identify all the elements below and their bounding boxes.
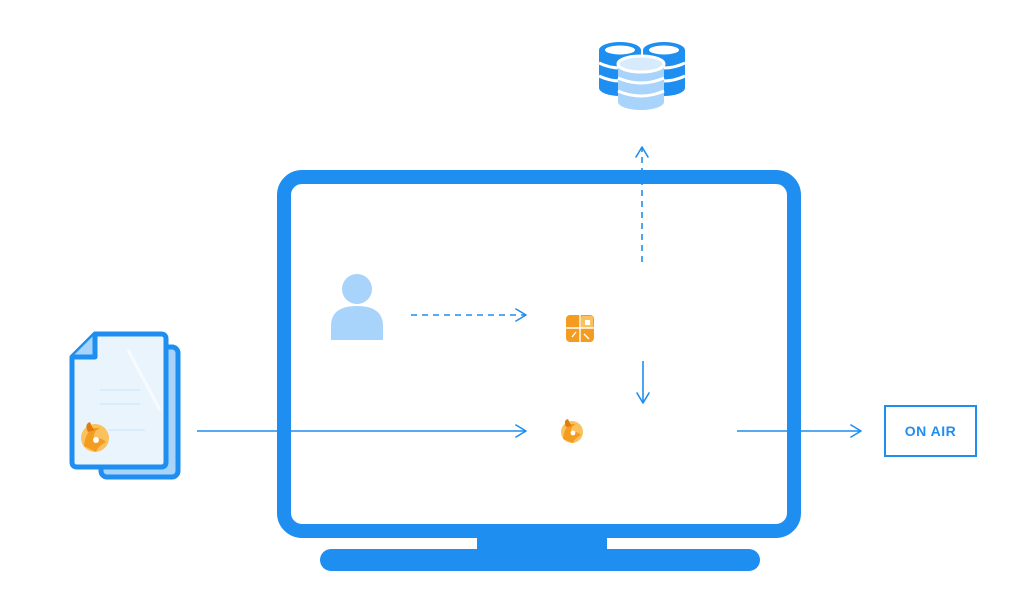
user-icon: [331, 274, 383, 340]
on-air-label: ON AIR: [905, 423, 956, 439]
monitor-icon: [277, 170, 801, 571]
document-stack-icon: [69, 331, 181, 480]
database-stack-icon: [598, 42, 686, 110]
phoenix-logo-icon: [81, 422, 109, 452]
orange-grid-app-icon: [566, 315, 594, 342]
phoenix-logo-icon: [561, 419, 583, 443]
on-air-badge: ON AIR: [884, 405, 977, 457]
